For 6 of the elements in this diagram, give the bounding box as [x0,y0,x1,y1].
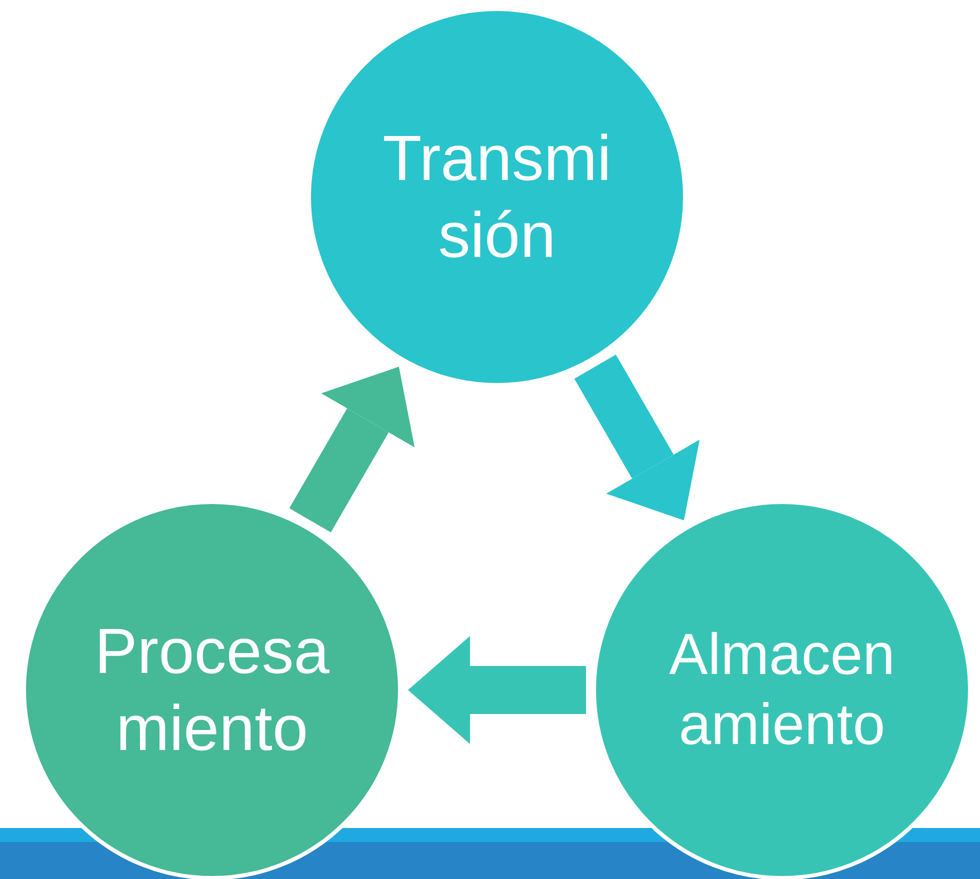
block-arrow [574,354,700,520]
stage-label: Procesa miento [94,614,330,766]
block-arrow [408,636,586,744]
block-arrow [289,366,415,532]
stage-label: Transmi sión [382,121,612,273]
stage-label: Almacen amiento [668,621,896,759]
